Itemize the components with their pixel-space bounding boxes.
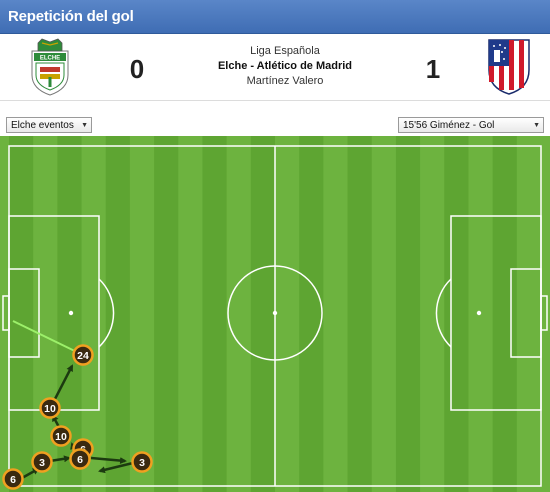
center-circle (227, 265, 323, 361)
player-number: 3 (139, 457, 145, 469)
right-penalty-arc (435, 278, 452, 348)
elche-crest-text: ELCHE (40, 56, 60, 62)
grass-stripe (347, 136, 372, 492)
pass-arrow (21, 467, 40, 480)
player-number: 10 (55, 431, 67, 443)
player-marker-circle (69, 448, 91, 470)
pass-arrow (49, 455, 71, 463)
right-penalty-spot (476, 310, 482, 316)
player-marker-circle (39, 397, 61, 419)
player-marker[interactable]: 3 (131, 451, 153, 473)
match-info: Liga Española Elche - Atlético de Madrid… (180, 44, 390, 89)
player-marker[interactable]: 10 (50, 425, 72, 447)
chevron-down-icon: ▼ (81, 122, 88, 129)
replay-controls: Elche eventos ▼ 15'56 Giménez - Gol ▼ (0, 100, 550, 136)
player-number: 6 (77, 454, 83, 466)
player-marker[interactable]: 3 (31, 451, 53, 473)
player-marker-circle (131, 451, 153, 473)
page-title: Repetición del gol (8, 8, 134, 25)
competition-label: Liga Española (250, 45, 320, 57)
player-marker-circle (2, 468, 24, 490)
grass-stripe (9, 136, 34, 492)
pitch-view: 24101066336 (0, 136, 550, 492)
title-bar: Repetición del gol (0, 0, 550, 34)
grass-stripe (492, 136, 517, 492)
match-teams-label: Elche - Atlético de Madrid (217, 60, 353, 72)
football-pitch: 24101066336 (0, 136, 550, 492)
atletico-crest-icon (488, 39, 530, 95)
away-score: 1 (425, 54, 441, 84)
pitch-stripes (9, 136, 517, 492)
player-markers: 24101066336 (2, 344, 153, 490)
player-marker-circle (31, 451, 53, 473)
scoreboard: ELCHE 0 Liga Española Elche - Atlético d… (0, 34, 550, 100)
pitch-spots (68, 310, 482, 316)
chevron-down-icon: ▼ (533, 122, 540, 129)
grass-stripe (299, 136, 324, 492)
goal-event-dropdown[interactable]: 15'56 Giménez - Gol ▼ (398, 117, 544, 133)
pass-arrow (53, 364, 74, 400)
left-penalty-arc (98, 278, 115, 348)
grass-stripe (395, 136, 421, 492)
player-number: 3 (39, 457, 45, 469)
home-score: 0 (129, 54, 145, 84)
grass-stripe (250, 136, 275, 492)
pass-arrow (98, 461, 134, 474)
left-goal (2, 295, 10, 331)
player-marker-circle (50, 425, 72, 447)
left-penalty-spot (68, 310, 74, 316)
elche-crest-icon: ELCHE (31, 38, 69, 96)
player-marker-circle (72, 344, 94, 366)
player-marker[interactable]: 6 (2, 468, 24, 490)
right-goal (540, 295, 548, 331)
player-marker[interactable]: 24 (72, 344, 94, 366)
goal-event-value: 15'56 Giménez - Gol (403, 120, 495, 131)
player-number: 24 (77, 350, 89, 362)
grass-stripe (105, 136, 130, 492)
player-marker[interactable]: 10 (39, 397, 61, 419)
player-marker[interactable]: 6 (69, 448, 91, 470)
team-events-dropdown[interactable]: Elche eventos ▼ (6, 117, 92, 133)
grass-stripe (154, 136, 179, 492)
shot-line (12, 320, 84, 356)
player-number: 10 (44, 403, 56, 415)
player-number: 6 (10, 474, 16, 486)
team-events-value: Elche eventos (11, 120, 74, 131)
center-spot (272, 310, 278, 316)
pass-arrow (90, 456, 127, 465)
referee-label: Martínez Valero (246, 75, 324, 87)
grass-stripe (202, 136, 227, 492)
grass-stripe (444, 136, 469, 492)
